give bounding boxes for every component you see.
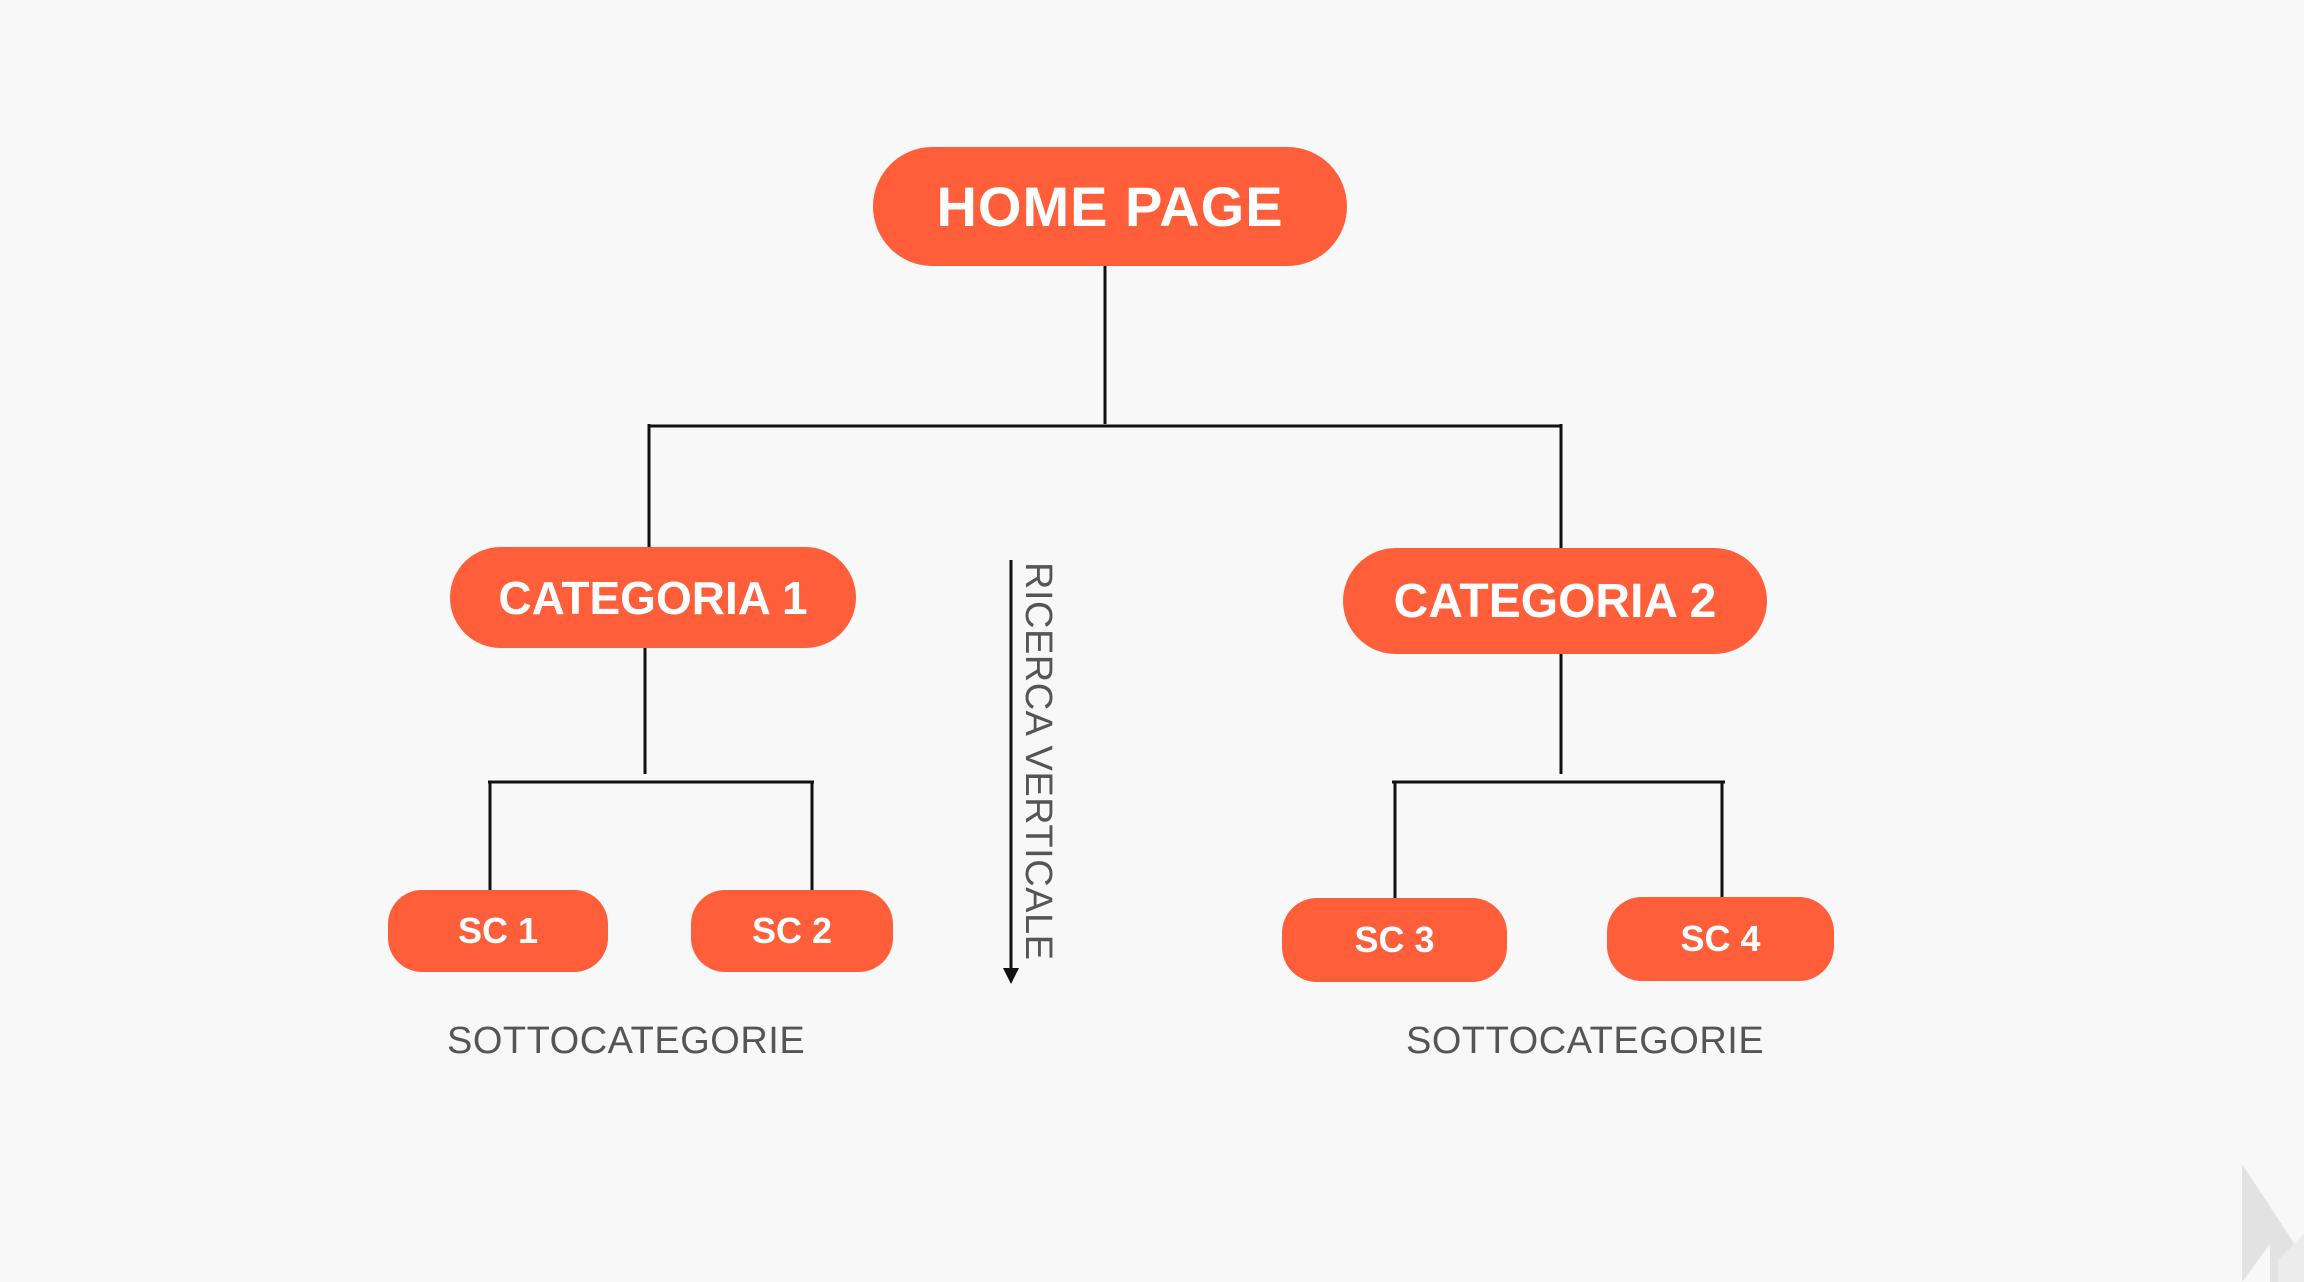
subcategories-label-left: SOTTOCATEGORIE (447, 1020, 806, 1062)
subcategories-label-right: SOTTOCATEGORIE (1406, 1020, 1765, 1062)
subcategory-4-node: SC 4 (1607, 897, 1834, 981)
home-page-node: HOME PAGE (873, 147, 1347, 266)
category-1-node: CATEGORIA 1 (450, 547, 856, 648)
vertical-arrow-head (1003, 968, 1019, 984)
subcategory-2-node: SC 2 (691, 890, 893, 972)
brand-logo-icon (2242, 1164, 2304, 1282)
category-2-node: CATEGORIA 2 (1343, 548, 1767, 654)
vertical-search-label: RICERCA VERTICALE (1017, 562, 1059, 961)
subcategory-3-node: SC 3 (1282, 898, 1507, 982)
subcategory-1-node: SC 1 (388, 890, 608, 972)
